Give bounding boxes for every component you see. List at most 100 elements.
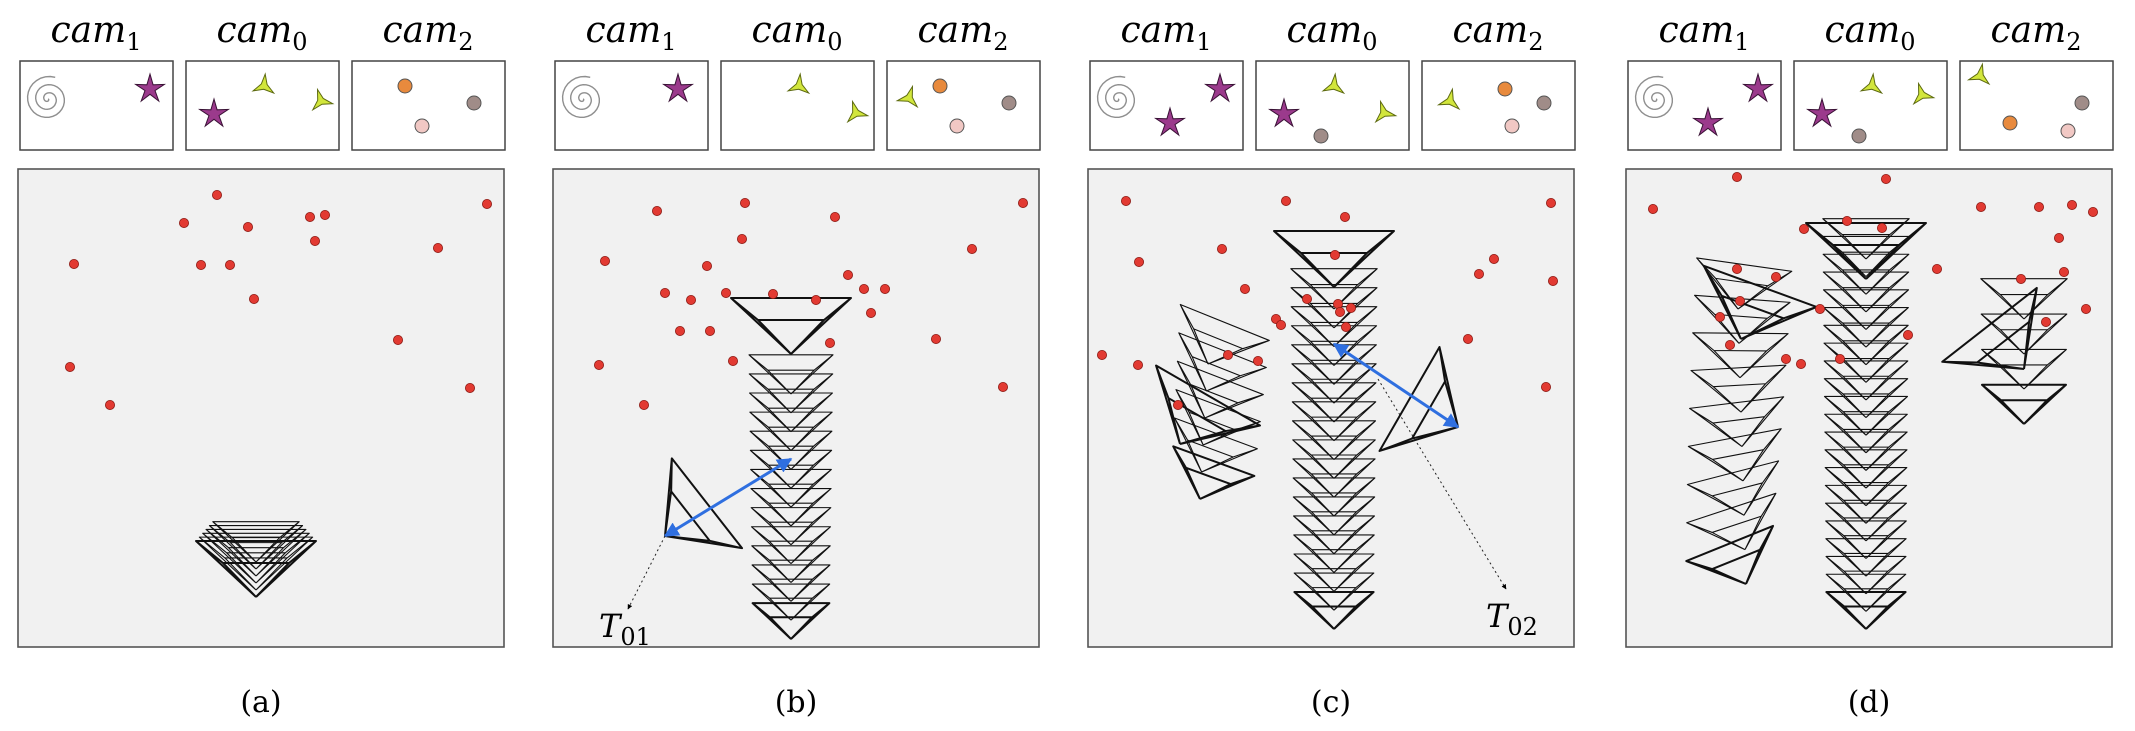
landmark-point [211,189,222,200]
thumbnail-frame [720,60,875,151]
transform-label-base: T [1486,597,1510,635]
landmark-point [195,260,206,271]
triangle-icon [251,72,276,95]
camera-frustum [1980,313,2068,355]
dot-icon [1851,128,1867,144]
camera-thumbnail [1959,60,2114,151]
thumbnail-frame [1089,60,1244,151]
landmark-point [1329,250,1340,261]
landmark-point [1834,353,1845,364]
camera-frustum [749,411,833,451]
landmark-point [1462,333,1473,344]
camera-label: cam2 [382,10,473,56]
landmark-point [2015,274,2026,285]
landmark-point [720,288,731,299]
camera-label-sub: 1 [1734,28,1749,56]
camera-frustum [1179,303,1270,365]
landmark-point [1301,294,1312,305]
camera-label-sub: 0 [827,28,842,56]
landmark-point [1173,399,1184,410]
camera-frustum [1690,364,1787,413]
landmark-point [481,198,492,209]
camera-frustum [1823,307,1909,348]
triangle-icon [1436,87,1461,111]
star-icon [1741,72,1775,103]
landmark-point [1931,264,1942,275]
landmark-point [1133,359,1144,370]
camera-label: cam1 [585,10,676,56]
camera-label-base: cam [382,10,458,51]
landmark-point [105,399,116,410]
landmark-point [2066,199,2077,210]
camera-label: cam0 [1824,10,1915,56]
camera-frustum [195,540,317,598]
landmark-point [767,289,778,300]
camera-frustum [1823,378,1909,418]
camera-frustum [1822,289,1910,330]
camera-frustum [1291,420,1377,460]
landmark-point [1841,216,1852,227]
camera-frustum [1823,395,1909,436]
camera-frustum [1981,383,2067,425]
scene-frame [1087,168,1575,648]
camera-label-sub: 0 [1362,28,1377,56]
spiral-icon [26,75,65,118]
camera-frustum [1155,364,1261,445]
camera-thumbnail [1627,60,1782,151]
landmark-point [1345,302,1356,313]
thumbnail-frame [1627,60,1782,151]
camera-frustum [1293,572,1375,611]
camera-frustum [730,297,852,355]
landmark-point [1547,276,1558,287]
camera-frustum [751,602,831,640]
landmark-point [224,260,235,271]
landmark-point [2058,267,2069,278]
camera-frustum [1805,222,1927,280]
landmark-point [304,212,315,223]
camera-frustum [1692,332,1789,379]
star-icon [1805,97,1839,128]
landmark-point [1252,355,1263,366]
star-icon [1691,106,1725,137]
camera-frustum [749,392,833,433]
landmark-point [1121,195,1132,206]
transform-leader [627,535,666,610]
landmark-point [824,337,835,348]
dot-icon [2060,123,2076,139]
landmark-point [829,212,840,223]
star-icon [1203,72,1237,103]
transform-leader [1377,378,1507,590]
transform-label-sub: 02 [1507,613,1538,641]
landmark-point [309,236,320,247]
landmark-point [242,222,253,233]
dot-icon [949,118,965,134]
camera-frustum [751,545,831,583]
landmark-point [1732,172,1743,182]
camera-frustum [1293,534,1375,573]
camera-frustum [1824,449,1908,489]
camera-frustum [1292,439,1376,479]
camera-label-base: cam [216,10,292,51]
landmark-point [1545,197,1556,208]
dot-icon [397,78,413,94]
landmark-point [1902,329,1913,340]
landmark-point [1017,197,1028,208]
landmark-point [701,261,712,272]
scene-view: T02 [1087,168,1575,648]
landmark-point [858,284,869,295]
landmark-point [594,359,605,370]
landmark-point [1339,212,1350,223]
landmark-point [810,295,821,306]
landmark-point [1540,381,1551,392]
dot-icon [414,118,430,134]
dot-icon [2002,115,2018,131]
scene-view [1625,168,2113,648]
camera-frustum [1292,458,1376,498]
landmark-point [997,381,1008,392]
landmark-point [652,206,663,217]
camera-thumbnail [19,60,174,151]
camera-label-sub: 1 [126,28,141,56]
camera-label: cam1 [1658,10,1749,56]
